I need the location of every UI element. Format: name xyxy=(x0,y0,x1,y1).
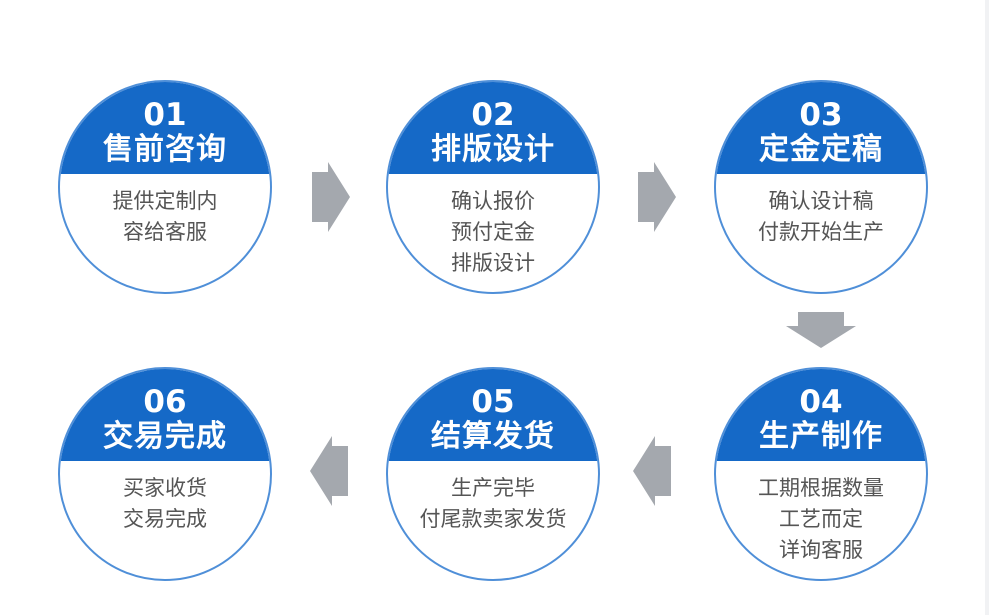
step-02-header: 02 排版设计 xyxy=(388,82,598,174)
step-number: 06 xyxy=(143,384,187,420)
step-line: 排版设计 xyxy=(451,251,535,275)
arrow-right-icon xyxy=(312,162,350,232)
step-description: 工期根据数量 工艺而定 详询客服 xyxy=(726,473,916,566)
step-line: 工期根据数量 xyxy=(758,476,884,500)
step-line: 付尾款卖家发货 xyxy=(419,507,567,531)
step-number: 01 xyxy=(143,97,187,133)
step-06-circle: 06 交易完成 买家收货 交易完成 xyxy=(58,367,272,581)
step-line: 交易完成 xyxy=(123,507,207,531)
step-line: 确认报价 xyxy=(451,189,535,213)
arrow-left-icon xyxy=(310,436,348,506)
step-06-header: 06 交易完成 xyxy=(60,369,270,461)
step-line: 提供定制内 xyxy=(112,189,218,213)
step-title: 售前咨询 xyxy=(103,132,227,167)
step-number: 03 xyxy=(799,97,843,133)
step-description: 生产完毕 付尾款卖家发货 xyxy=(398,473,588,535)
step-title: 结算发货 xyxy=(431,419,555,454)
step-number: 04 xyxy=(799,384,843,420)
step-02-circle: 02 排版设计 确认报价 预付定金 排版设计 xyxy=(386,80,600,294)
step-line: 工艺而定 xyxy=(779,507,863,531)
step-03-circle: 03 定金定稿 确认设计稿 付款开始生产 xyxy=(714,80,928,294)
page-edge xyxy=(985,0,989,615)
step-line: 生产完毕 xyxy=(451,476,535,500)
arrow-down-icon xyxy=(786,312,856,348)
step-line: 付款开始生产 xyxy=(758,220,884,244)
step-description: 确认设计稿 付款开始生产 xyxy=(726,186,916,248)
step-description: 提供定制内 容给客服 xyxy=(70,186,260,248)
step-line: 详询客服 xyxy=(779,538,863,562)
step-04-circle: 04 生产制作 工期根据数量 工艺而定 详询客服 xyxy=(714,367,928,581)
step-description: 确认报价 预付定金 排版设计 xyxy=(398,186,588,279)
step-03-header: 03 定金定稿 xyxy=(716,82,926,174)
arrow-right-icon xyxy=(638,162,676,232)
step-05-circle: 05 结算发货 生产完毕 付尾款卖家发货 xyxy=(386,367,600,581)
step-line: 买家收货 xyxy=(123,476,207,500)
step-05-header: 05 结算发货 xyxy=(388,369,598,461)
step-title: 交易完成 xyxy=(103,419,227,454)
step-line: 确认设计稿 xyxy=(768,189,874,213)
step-01-header: 01 售前咨询 xyxy=(60,82,270,174)
step-04-header: 04 生产制作 xyxy=(716,369,926,461)
step-title: 排版设计 xyxy=(431,132,555,167)
step-description: 买家收货 交易完成 xyxy=(70,473,260,535)
step-title: 定金定稿 xyxy=(759,132,883,167)
arrow-left-icon xyxy=(633,436,671,506)
step-number: 05 xyxy=(471,384,515,420)
step-line: 预付定金 xyxy=(451,220,535,244)
step-number: 02 xyxy=(471,97,515,133)
step-01-circle: 01 售前咨询 提供定制内 容给客服 xyxy=(58,80,272,294)
step-title: 生产制作 xyxy=(759,419,883,454)
step-line: 容给客服 xyxy=(123,220,207,244)
